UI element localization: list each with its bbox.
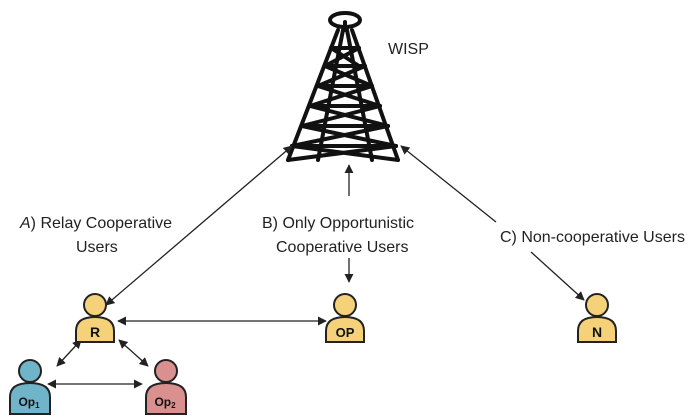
op2-user-letter: Op2 — [154, 395, 176, 410]
op2-user-letter-sub: 2 — [171, 401, 176, 410]
noncooperative-user-head — [585, 293, 609, 317]
relay-user-body — [75, 315, 115, 343]
wisp-tower-icon — [286, 11, 400, 162]
relay-user-head — [83, 293, 107, 317]
noncooperative-group-label: C) Non-cooperative Users — [500, 229, 685, 246]
op2-user-letter-base: Op — [154, 395, 171, 409]
relay-op1-link — [56, 339, 82, 367]
relay-group-label-line2: Users — [76, 239, 118, 256]
opportunistic-user-avatar: OP — [325, 293, 365, 343]
op1-user-head — [18, 359, 42, 383]
noncooperative-user-letter: N — [592, 324, 602, 340]
relay-group-title: ) Relay Cooperative — [31, 215, 173, 232]
opportunistic-group-label-line1: B) Only Opportunistic — [262, 215, 414, 232]
op1-user-letter: Op1 — [18, 395, 40, 410]
opportunistic-user-head — [333, 293, 357, 317]
op2-user-body — [145, 381, 187, 415]
op1-user-avatar: Op1 — [9, 359, 51, 415]
relay-tower-link — [105, 145, 293, 306]
noncooperative-user-link — [530, 251, 585, 301]
opportunistic-group-label-line2: Cooperative Users — [276, 239, 409, 256]
op1-user-body — [9, 381, 51, 415]
wisp-label: WISP — [388, 41, 429, 58]
relay-op2-link — [118, 339, 149, 367]
op1-user-letter-base: Op — [18, 395, 35, 409]
noncooperative-user-avatar: N — [577, 293, 617, 343]
noncooperative-user-body — [577, 315, 617, 343]
relay-user-avatar: R — [75, 293, 115, 343]
relay-group-label-line1: A) Relay Cooperative — [19, 215, 172, 232]
opportunistic-user-letter: OP — [336, 325, 355, 340]
opportunistic-user-body — [325, 315, 365, 343]
op2-user-head — [154, 359, 178, 383]
relay-group-prefix: A — [19, 215, 31, 232]
op2-user-avatar: Op2 — [145, 359, 187, 415]
op1-user-letter-sub: 1 — [35, 401, 40, 410]
noncooperative-tower-link — [400, 145, 497, 223]
relay-user-letter: R — [90, 324, 100, 340]
